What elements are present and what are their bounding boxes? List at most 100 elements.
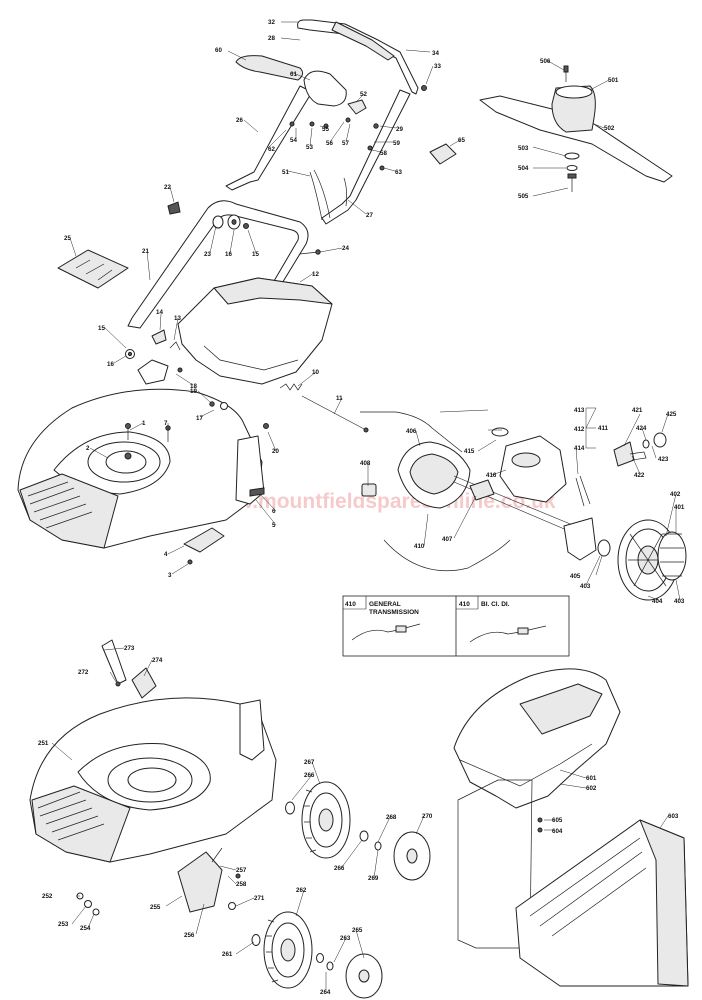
lower-deck: [29, 639, 277, 916]
callout-34: 34: [432, 50, 439, 57]
callout-502: 502: [604, 125, 615, 132]
blade-assembly: [479, 65, 673, 192]
callout-504: 504: [518, 165, 529, 172]
callout-262: 262: [296, 887, 307, 894]
callout-19: 19: [190, 388, 197, 395]
transmission-assembly: [360, 411, 687, 601]
callout-251: 251: [38, 740, 49, 747]
callout-253: 253: [58, 921, 69, 928]
callout-257: 257: [236, 867, 247, 874]
callout-406: 406: [406, 428, 417, 435]
callout-273: 273: [124, 645, 135, 652]
callout-32: 32: [268, 19, 275, 26]
callout-416: 416: [486, 472, 497, 479]
callout-423: 423: [658, 456, 669, 463]
callout-261: 261: [222, 951, 233, 958]
callout-505: 505: [518, 193, 529, 200]
lower-handle-assembly: [57, 200, 369, 433]
callout-labels: 32 34 28 60 33 61 52 26 54 55 56 57 29 6…: [38, 19, 685, 996]
callout-22: 22: [164, 184, 171, 191]
callout-602: 602: [586, 785, 597, 792]
callout-267: 267: [304, 759, 315, 766]
callout-604: 604: [552, 828, 563, 835]
callout-61: 61: [290, 71, 297, 78]
upper-deck: [17, 388, 269, 565]
callout-55: 55: [322, 126, 329, 133]
callout-255: 255: [150, 904, 161, 911]
legend-right-label: BI. Cl. DI.: [481, 601, 510, 608]
rear-wheel-upper: [285, 781, 431, 881]
callout-503: 503: [518, 145, 529, 152]
callout-408: 408: [360, 460, 371, 467]
callout-263: 263: [340, 935, 351, 942]
callout-12: 12: [312, 271, 319, 278]
callout-58: 58: [380, 150, 387, 157]
callout-414: 414: [574, 445, 585, 452]
callout-52: 52: [360, 91, 367, 98]
callout-415: 415: [464, 448, 475, 455]
callout-54: 54: [290, 137, 297, 144]
callout-7: 7: [164, 420, 168, 427]
callout-20: 20: [272, 448, 279, 455]
callout-424: 424: [636, 425, 647, 432]
callout-14: 14: [156, 309, 163, 316]
callout-10: 10: [312, 369, 319, 376]
callout-33: 33: [434, 63, 441, 70]
upper-handle-assembly: [225, 19, 457, 225]
callout-1: 1: [142, 420, 146, 427]
callout-16-upper: 16: [225, 251, 232, 258]
callout-24: 24: [342, 245, 349, 252]
grass-bag-assembly: [453, 668, 689, 987]
callout-65: 65: [458, 137, 465, 144]
callout-272: 272: [78, 669, 89, 676]
cable-legend-box: 410 GENERAL TRANSMISSION 410 BI. Cl. DI.: [342, 595, 570, 657]
callout-413: 413: [574, 407, 585, 414]
callout-265: 265: [352, 927, 363, 934]
callout-411: 411: [598, 425, 609, 432]
callout-268: 268: [386, 814, 397, 821]
callout-266-lower: 266: [334, 865, 345, 872]
legend-left-code: 410: [345, 601, 356, 608]
callout-59: 59: [393, 140, 400, 147]
callout-407: 407: [442, 536, 453, 543]
callout-63: 63: [395, 169, 402, 176]
legend-right-code: 410: [459, 601, 470, 608]
callout-252: 252: [42, 893, 53, 900]
callout-506: 506: [540, 58, 551, 65]
callout-56: 56: [326, 140, 333, 147]
callout-270: 270: [422, 813, 433, 820]
callout-404: 404: [652, 598, 663, 605]
callout-603: 603: [668, 813, 679, 820]
callout-53: 53: [306, 144, 313, 151]
callout-27: 27: [366, 212, 373, 219]
callout-21: 21: [142, 248, 149, 255]
callout-57: 57: [342, 140, 349, 147]
callout-271: 271: [254, 895, 265, 902]
callout-274: 274: [152, 657, 163, 664]
callout-3: 3: [168, 572, 172, 579]
callout-403-left: 403: [580, 583, 591, 590]
legend-left-label-1: GENERAL: [369, 601, 401, 608]
callout-403-right: 403: [674, 598, 685, 605]
callout-17: 17: [196, 415, 203, 422]
callout-264: 264: [320, 989, 331, 996]
legend-left-label-2: TRANSMISSION: [369, 609, 419, 616]
callout-60: 60: [215, 47, 222, 54]
callout-425: 425: [666, 411, 677, 418]
callout-15-lower: 15: [98, 325, 105, 332]
callout-2: 2: [86, 445, 90, 452]
callout-51: 51: [282, 169, 289, 176]
callout-405: 405: [570, 573, 581, 580]
leader-lines: [51, 21, 681, 990]
callout-605: 605: [552, 817, 563, 824]
callout-4: 4: [164, 551, 168, 558]
callout-254: 254: [80, 925, 91, 932]
callout-6: 6: [272, 508, 276, 515]
callout-402: 402: [670, 491, 681, 498]
callout-266-upper: 266: [304, 772, 315, 779]
callout-269: 269: [368, 875, 379, 882]
watermark-text: www.mountfieldsparesonline.co.uk: [203, 490, 556, 513]
callout-501: 501: [608, 77, 619, 84]
callout-16-lower: 16: [107, 361, 114, 368]
callout-258: 258: [236, 881, 247, 888]
